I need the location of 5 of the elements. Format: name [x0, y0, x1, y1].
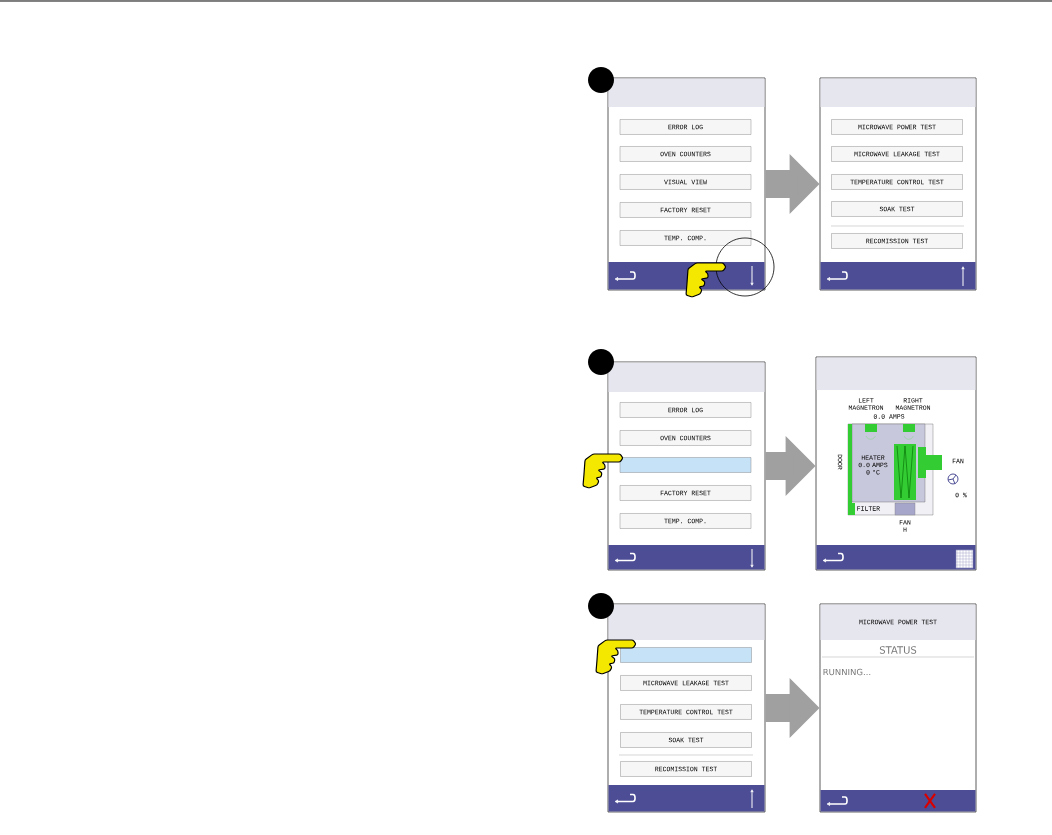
device-screen — [819, 603, 977, 813]
screen-text: STATUS — [879, 646, 917, 654]
selected-button — [619, 457, 752, 473]
selected-button — [620, 647, 752, 663]
screen-text: RUNNING... — [823, 668, 871, 676]
